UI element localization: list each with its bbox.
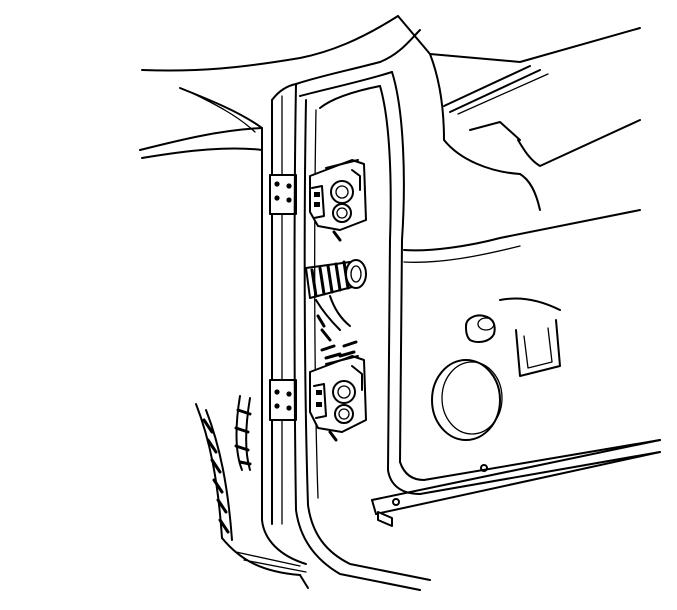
weatherstrip (195, 395, 252, 541)
upper-hinge (309, 159, 367, 242)
lower-hinge (309, 340, 367, 442)
door-frame (293, 29, 431, 591)
lower-reinforcement-plate (269, 379, 297, 421)
door-check-strap (305, 259, 367, 342)
speaker (431, 359, 503, 441)
upper-reinforcement-plate (269, 174, 297, 215)
roof-panel (139, 15, 399, 159)
body-pillar (221, 83, 309, 589)
door-panel (379, 15, 661, 495)
lock-knob (465, 314, 496, 343)
door-sill (371, 439, 661, 527)
